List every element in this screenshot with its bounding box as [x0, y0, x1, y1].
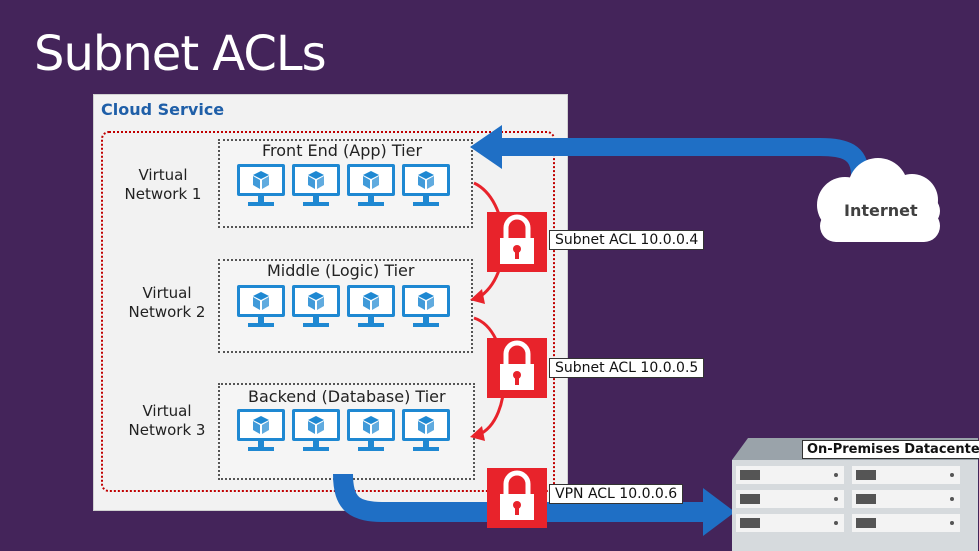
virtual-network-1-label: Virtual Network 1: [118, 166, 208, 204]
vm-monitor-icon: [346, 284, 396, 328]
tier-backend-label: Backend (Database) Tier: [248, 387, 446, 406]
tier-middle-label: Middle (Logic) Tier: [267, 261, 415, 280]
acl-label-3: VPN ACL 10.0.0.6: [549, 484, 684, 504]
onprem-datacenter-label: On-Premises Datacenter: [802, 440, 979, 459]
internet-arrowhead-icon: [470, 125, 502, 169]
vm-monitor-icon: [401, 408, 451, 452]
virtual-network-2-line2: Network 2: [128, 303, 206, 321]
lock-icon-1: [487, 212, 547, 272]
virtual-network-3-line1: Virtual: [142, 402, 192, 420]
vpn-arrow-icon: [333, 473, 705, 522]
virtual-network-2-line1: Virtual: [142, 284, 192, 302]
vm-monitor-icon: [236, 284, 286, 328]
vm-monitor-icon: [346, 163, 396, 207]
acl-flow-arrowhead-2-icon: [470, 426, 485, 441]
virtual-network-1-line2: Network 1: [124, 185, 202, 203]
server-rack-icon: [732, 438, 978, 551]
cloud-icon: [817, 158, 940, 242]
vm-monitor-icon: [346, 408, 396, 452]
virtual-network-1-line1: Virtual: [138, 166, 188, 184]
vm-monitor-icon: [291, 284, 341, 328]
vm-monitor-icon: [401, 284, 451, 328]
cloud-service-label: Cloud Service: [101, 100, 225, 119]
vpn-arrowhead-icon: [703, 488, 735, 536]
internet-arrow-icon: [500, 138, 869, 176]
acl-flow-arrowhead-1-icon: [470, 289, 485, 304]
virtual-network-2-label: Virtual Network 2: [122, 284, 212, 322]
vm-monitor-icon: [236, 163, 286, 207]
vm-monitor-icon: [236, 408, 286, 452]
virtual-network-3-label: Virtual Network 3: [122, 402, 212, 440]
lock-icon-3: [487, 468, 547, 528]
lock-icon-2: [487, 338, 547, 398]
vm-monitor-icon: [401, 163, 451, 207]
acl-label-1: Subnet ACL 10.0.0.4: [549, 230, 705, 250]
acl-label-2: Subnet ACL 10.0.0.5: [549, 358, 705, 378]
vm-monitor-icon: [291, 163, 341, 207]
internet-label: Internet: [844, 201, 918, 220]
acl-boundary: [101, 131, 555, 492]
vm-monitor-icon: [291, 408, 341, 452]
virtual-network-3-line2: Network 3: [128, 421, 206, 439]
tier-front-end-label: Front End (App) Tier: [262, 141, 423, 160]
page-title: Subnet ACLs: [34, 26, 327, 82]
